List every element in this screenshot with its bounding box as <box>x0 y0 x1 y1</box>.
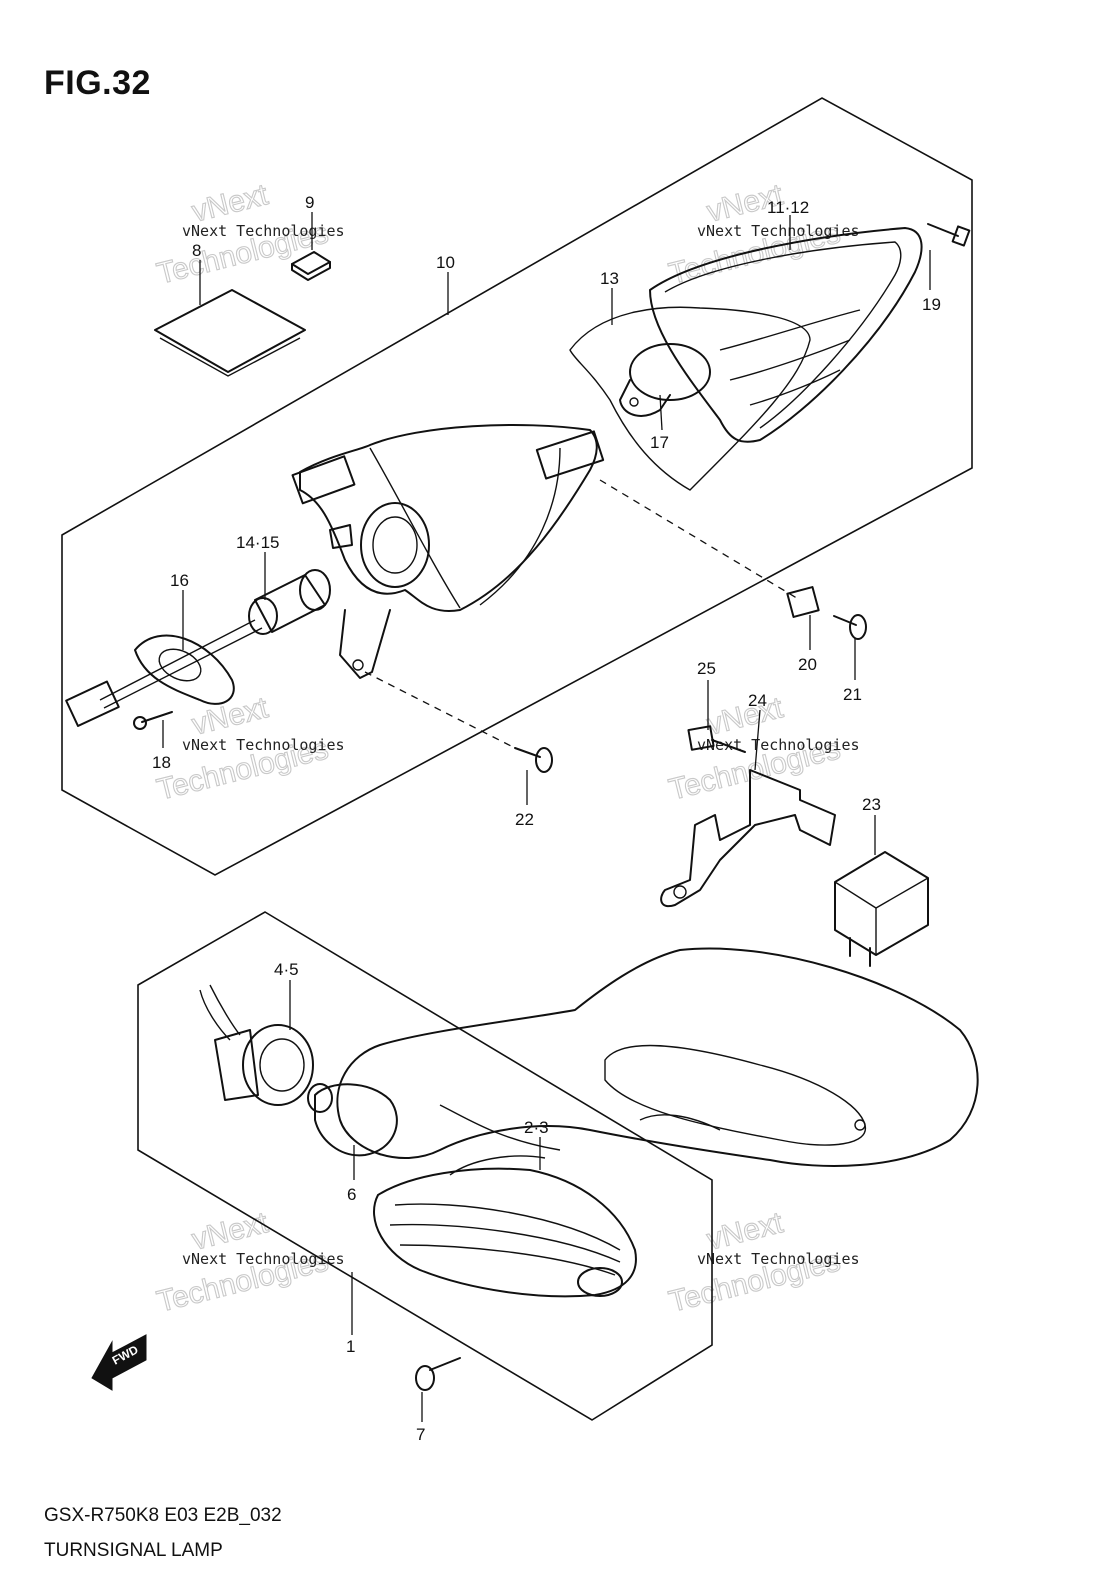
part-24-bracket <box>660 769 836 908</box>
part-13-gasket <box>569 306 811 491</box>
watermark-bottom-left: vNext Technologies vNext Technologies <box>153 1206 345 1320</box>
part-17-bulb <box>619 343 711 417</box>
part-20-nut <box>786 586 820 618</box>
assembly-line-20 <box>599 479 801 601</box>
callout-21: 21 <box>843 685 862 704</box>
figure-title: FIG.32 <box>44 64 151 102</box>
watermark-bottom-right: vNext Technologies vNext Technologies <box>665 1206 860 1320</box>
watermark-big-top: vNext <box>704 691 787 742</box>
watermark-group: vNext Technologies vNext Technologies vN… <box>153 178 860 1320</box>
callout-20: 20 <box>798 655 817 674</box>
callout-17: 17 <box>650 433 669 452</box>
watermark-top-right: vNext Technologies vNext Technologies <box>665 178 860 292</box>
part-21-screw <box>833 614 867 640</box>
callout-11-12: 11·12 <box>767 198 809 217</box>
figure-name: TURNSIGNAL LAMP <box>44 1540 223 1561</box>
callout-19: 19 <box>922 295 941 314</box>
part-18-screw <box>133 711 173 730</box>
callout-1: 1 <box>346 1337 355 1356</box>
part-8-sheet <box>154 289 306 377</box>
watermark-top-left: vNext Technologies vNext Technologies <box>153 178 345 292</box>
callout-22: 22 <box>515 810 534 829</box>
watermark-mid-left: vNext Technologies vNext Technologies <box>153 691 345 808</box>
part-2-3-front-lens <box>373 1155 637 1298</box>
part-22-screw <box>514 747 553 773</box>
part-16-grommet <box>65 619 263 727</box>
part-14-15-socket <box>248 569 331 635</box>
part-25-bolt <box>687 725 746 753</box>
part-7-screw <box>415 1357 461 1391</box>
part-1-front-body <box>336 947 979 1167</box>
part-4-5-socket <box>199 984 314 1106</box>
callout-10: 10 <box>436 253 455 272</box>
callout-13: 13 <box>600 269 619 288</box>
part-9-block <box>291 251 331 281</box>
front-assembly-frame <box>137 911 713 1421</box>
callout-labels: 8 9 10 11·12 13 19 17 14·15 16 18 20 21 … <box>152 193 941 1444</box>
part-6-bulb <box>307 1083 398 1157</box>
model-code: GSX-R750K8 E03 E2B_032 <box>44 1505 282 1526</box>
callout-9: 9 <box>305 193 314 212</box>
watermark-small: vNext Technologies <box>182 222 345 240</box>
rear-lamp-housing <box>291 424 605 679</box>
fwd-arrow-icon: FWD <box>91 1334 147 1391</box>
leader-lines <box>162 212 931 1422</box>
callout-4-5: 4·5 <box>274 960 299 979</box>
watermark-small: vNext Technologies <box>697 736 860 754</box>
callout-6: 6 <box>347 1185 356 1204</box>
callout-23: 23 <box>862 795 881 814</box>
part-23-relay <box>834 851 929 967</box>
part-11-12-rear-lens <box>649 227 923 443</box>
assembly-line-22 <box>364 671 516 749</box>
callout-2-3: 2·3 <box>524 1118 549 1137</box>
callout-18: 18 <box>152 753 171 772</box>
watermark-small: vNext Technologies <box>182 736 345 754</box>
watermark-small: vNext Technologies <box>182 1250 345 1268</box>
callout-14-15: 14·15 <box>236 533 279 552</box>
callout-8: 8 <box>192 241 201 260</box>
callout-16: 16 <box>170 571 189 590</box>
part-19-screw <box>927 223 971 247</box>
callout-7: 7 <box>416 1425 425 1444</box>
callout-24: 24 <box>748 691 767 710</box>
rear-assembly-frame <box>61 97 973 876</box>
watermark-small: vNext Technologies <box>697 222 860 240</box>
callout-25: 25 <box>697 659 716 678</box>
watermark-small: vNext Technologies <box>697 1250 860 1268</box>
